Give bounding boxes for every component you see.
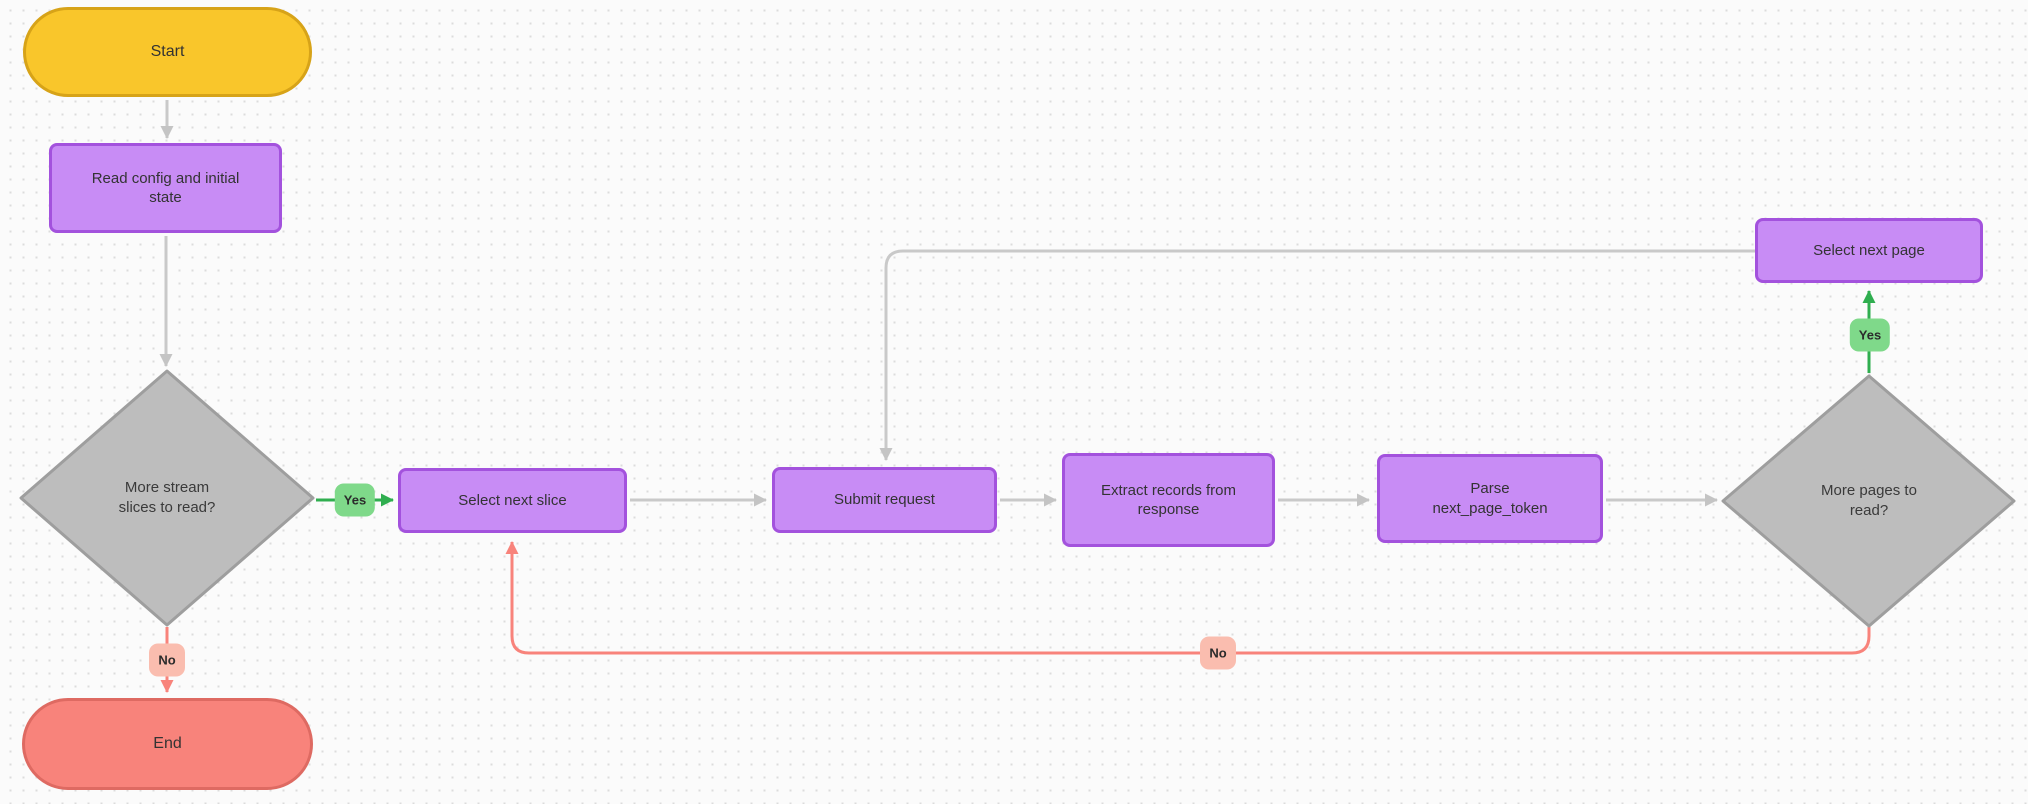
select-next-slice-node: Select next slice [398,468,627,533]
read-config-label: Read config and initial state [91,169,240,207]
parse-token-label: Parse next_page_token [1432,480,1548,517]
decision-more-slices-shape [19,369,315,627]
edge-more-pages-no-to-select-slice-loop [505,541,1871,655]
extract-records-node: Extract records from response [1062,453,1275,547]
extract-records-label: Extract records from response [1100,481,1237,519]
no-badge-slices: No [149,643,185,677]
yes-badge-pages: Yes [1849,318,1891,352]
more-slices-label: More stream slices to read? [118,478,216,516]
parse-token-node: Parse next_page_token [1377,454,1603,543]
start-node: Start [23,7,312,97]
yes-badge-slices: Yes [334,483,376,517]
end-node: End [22,698,313,790]
start-label: Start [150,42,185,60]
decision-more-pages-shape [1721,374,2016,628]
select-next-page-label: Select next page [1813,241,1925,259]
edge-select-page-to-submit-loop [879,249,1755,461]
submit-request-node: Submit request [772,467,997,533]
end-label: End [153,734,182,752]
submit-request-label: Submit request [834,491,935,509]
no-badge-pages: No [1200,636,1236,670]
select-next-slice-label: Select next slice [458,491,567,509]
select-next-page-node: Select next page [1755,218,1983,283]
read-config-node: Read config and initial state [49,143,282,233]
more-pages-label: More pages to read? [1821,481,1917,519]
